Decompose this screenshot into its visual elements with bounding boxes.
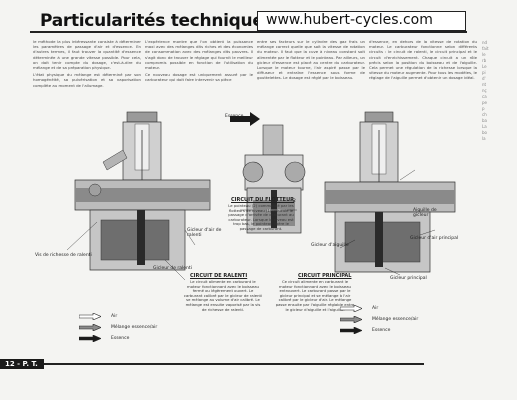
margin-fragment: nt bbox=[482, 82, 487, 87]
caption-flotteur-title: CIRCUIT DU FLOTTEUR bbox=[231, 197, 295, 203]
legend-label: Essence bbox=[111, 336, 130, 341]
air-arrow-icon bbox=[340, 305, 362, 312]
margin-fragment: fait bbox=[482, 46, 489, 51]
label-gicleur-air-principal: Gicleur d'air principal bbox=[410, 236, 459, 241]
margin-fragment: pe bbox=[482, 100, 487, 105]
legend-item-air: Air bbox=[79, 313, 117, 320]
label-vis-richesse: Vis de richesse de ralenti bbox=[35, 253, 92, 258]
margin-fragment: Le bbox=[482, 64, 487, 69]
label-gicleur-principal: Gicleur principal bbox=[390, 276, 427, 281]
margin-fragment: ch bbox=[482, 112, 487, 117]
adjacent-page-margin: nd fait le rb Le pi d' nt nç ca pe p ch … bbox=[482, 40, 516, 142]
legend-label: Mélange essence/air bbox=[372, 317, 419, 322]
margin-fragment: la bbox=[482, 136, 486, 141]
air-arrow-icon bbox=[79, 313, 101, 320]
carburetor-diagram: Essence 1 2 Gicleur d'air de ralenti Vis… bbox=[35, 100, 470, 342]
label-aiguille: Aiguille de gicleur bbox=[413, 208, 437, 218]
paragraph: entre ses facteurs sur le cylindre des g… bbox=[257, 39, 365, 81]
text-column-1: le méthode la plus intéressante consiste… bbox=[33, 39, 141, 90]
paragraph: le méthode la plus intéressante consiste… bbox=[33, 39, 141, 71]
legend-item-air: Air bbox=[340, 305, 378, 312]
margin-fragment: le bbox=[482, 52, 486, 57]
caption-principal-title: CIRCUIT PRINCIPAL bbox=[298, 273, 352, 279]
paragraph: Ce nouveau dosage est uniquement assuré … bbox=[145, 72, 253, 83]
diagram-svg bbox=[66, 111, 456, 281]
mix-arrow-icon bbox=[79, 324, 101, 331]
text-column-2: L'expérience montre que l'on obtient la … bbox=[145, 39, 253, 85]
essence-arrow-label: Essence bbox=[225, 114, 244, 119]
footer-bar bbox=[0, 359, 44, 369]
legend-label: Air bbox=[372, 306, 379, 311]
caption-ralenti-title: CIRCUIT DE RALENTI bbox=[190, 273, 248, 279]
legend-item-mix: Mélange essence/air bbox=[340, 316, 418, 323]
legend-label: Mélange essence/air bbox=[111, 325, 158, 330]
margin-fragment: p bbox=[482, 106, 485, 111]
margin-fragment: d' bbox=[482, 76, 486, 81]
caption-flotteur-text: Le pointeau (2) commandé par les flotteu… bbox=[228, 203, 294, 231]
url-box: www.hubert-cycles.com bbox=[257, 11, 466, 31]
number-2: 2 bbox=[293, 199, 296, 204]
text-column-3: entre ses facteurs sur le cylindre des g… bbox=[257, 39, 365, 83]
number-1: 1 bbox=[246, 199, 249, 204]
paragraph: L'expérience montre que l'on obtient la … bbox=[145, 39, 253, 71]
mix-arrow-icon bbox=[340, 316, 362, 323]
header-rule bbox=[30, 31, 467, 33]
margin-fragment: nd bbox=[482, 40, 488, 45]
carburetor-left bbox=[66, 111, 211, 281]
margin-fragment: ca bbox=[482, 94, 487, 99]
page-number: 12 - P. T. bbox=[5, 360, 38, 368]
label-gicleur-air-ralenti: Gicleur d'air de ralenti bbox=[187, 228, 222, 238]
essence-arrow-icon bbox=[340, 327, 362, 334]
text-column-4: d'essence, en dehors de la vitesse de ro… bbox=[369, 39, 477, 83]
margin-fragment: pi bbox=[482, 70, 486, 75]
website-url[interactable]: www.hubert-cycles.com bbox=[266, 12, 433, 28]
margin-fragment: bo bbox=[482, 130, 487, 135]
label-gicleur-ralenti: Gicleur de ralenti bbox=[153, 266, 192, 271]
legend-label: Air bbox=[111, 314, 118, 319]
legend-label: Essence bbox=[372, 328, 391, 333]
legend-item-essence: Essence bbox=[340, 327, 390, 334]
essence-arrow-icon bbox=[79, 335, 101, 342]
paragraph: L'état physique du mélange est déterminé… bbox=[33, 72, 141, 88]
label-gicleur-aiguille: Gicleur d'aiguille bbox=[311, 243, 349, 248]
legend-item-essence: Essence bbox=[79, 335, 129, 342]
carburetor-center bbox=[230, 112, 306, 234]
caption-ralenti-text: Le circuit alimente en carburant le mote… bbox=[183, 279, 263, 312]
margin-fragment: rb bbox=[482, 58, 487, 63]
margin-fragment: nç bbox=[482, 88, 487, 93]
margin-fragment: La bbox=[482, 124, 487, 129]
page-title: Particularités techniques bbox=[40, 11, 274, 31]
paragraph: d'essence, en dehors de la vitesse de ro… bbox=[369, 39, 477, 81]
legend-item-mix: Mélange essence/air bbox=[79, 324, 157, 331]
carburetor-right bbox=[324, 111, 456, 276]
footer-rule bbox=[44, 363, 424, 365]
margin-fragment: ba bbox=[482, 118, 487, 123]
caption-principal-text: Ce circuit alimente en carburant le mote… bbox=[275, 279, 355, 312]
